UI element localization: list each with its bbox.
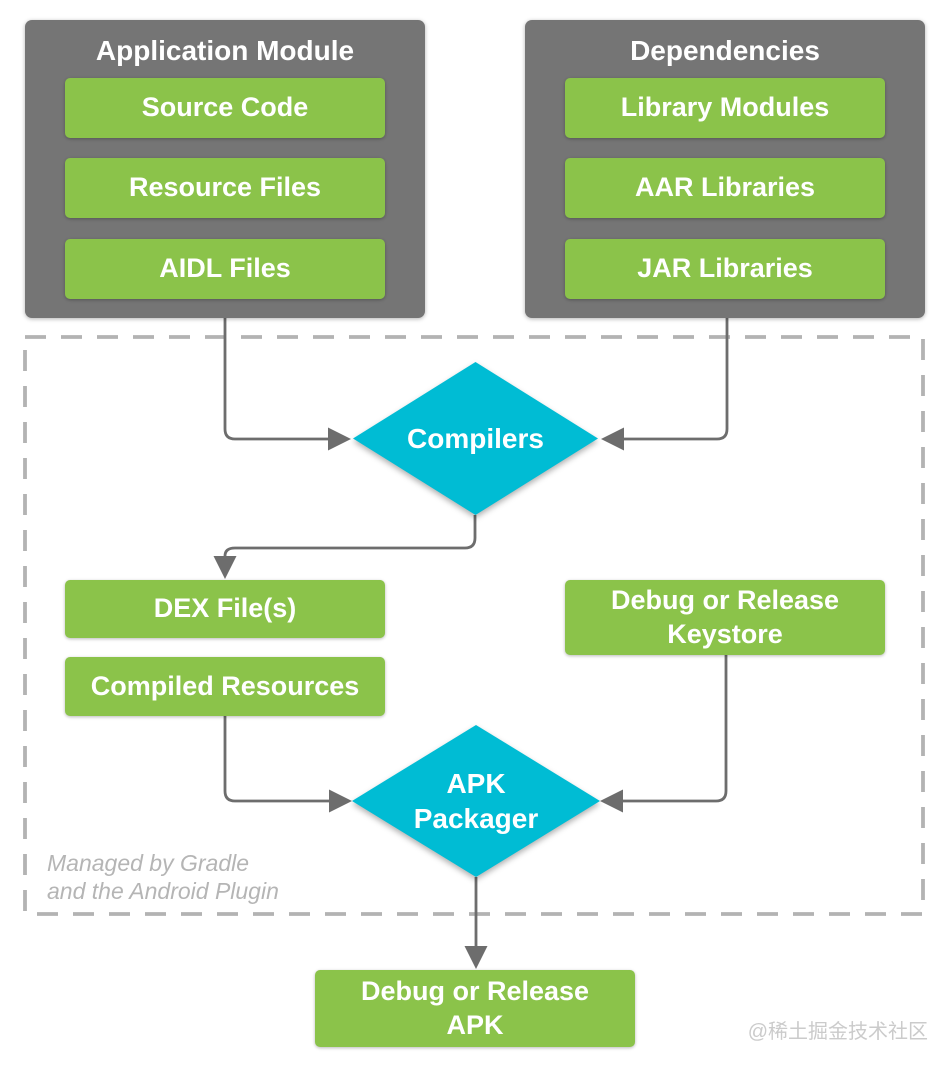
dex-files-box: DEX File(s)	[65, 580, 385, 638]
arrow-compilers-to-dex	[213, 515, 477, 579]
apk-packager-label-line2: Packager	[413, 803, 539, 834]
apk-packager-diamond: APK Packager	[352, 725, 600, 877]
arrow-keystore-to-apk-packager	[600, 655, 728, 813]
source-code-box: Source Code	[65, 78, 385, 138]
resource-files-box: Resource Files	[65, 158, 385, 218]
compilers-diamond: Compilers	[353, 362, 598, 515]
dependencies-title: Dependencies	[630, 35, 820, 66]
dex-files-label: DEX File(s)	[153, 593, 297, 624]
app-module-group: Application Module Source Code Resource …	[25, 20, 425, 318]
keystore-label-line2: Keystore	[667, 618, 783, 649]
apk-output-label-line1: Debug or Release	[360, 975, 590, 1006]
source-code-label: Source Code	[141, 92, 309, 123]
app-module-title: Application Module	[95, 35, 355, 66]
aidl-files-label: AIDL Files	[159, 253, 291, 284]
library-modules-box: Library Modules	[565, 78, 885, 138]
arrow-compiled-resources-to-apk-packager	[223, 716, 352, 813]
arrow-app-module-to-compilers	[223, 318, 351, 451]
apk-packager-label-line1: APK	[446, 768, 506, 799]
managed-by-gradle-note: Managed by Gradle and the Android Plugin	[47, 849, 279, 905]
aidl-files-box: AIDL Files	[65, 239, 385, 299]
library-modules-label: Library Modules	[620, 92, 830, 123]
jar-libraries-box: JAR Libraries	[565, 239, 885, 299]
managed-note-line2: and the Android Plugin	[47, 878, 279, 904]
compiled-resources-box: Compiled Resources	[65, 657, 385, 716]
dependencies-group: Dependencies Library Modules AAR Librari…	[525, 20, 925, 318]
resource-files-label: Resource Files	[128, 172, 322, 203]
arrow-apk-packager-to-apk	[464, 877, 488, 969]
managed-note-line1: Managed by Gradle	[47, 850, 250, 876]
compiled-resources-label: Compiled Resources	[90, 670, 360, 701]
gradle-boundary-dashed-box	[23, 335, 925, 916]
watermark-text: @稀土掘金技术社区	[747, 1021, 928, 1043]
jar-libraries-label: JAR Libraries	[637, 253, 813, 284]
keystore-box: Debug or Release Keystore	[565, 580, 885, 655]
apk-output-label-line2: APK	[446, 1009, 504, 1040]
apk-output-box: Debug or Release APK	[315, 970, 635, 1047]
aar-libraries-label: AAR Libraries	[634, 172, 816, 203]
arrow-dependencies-to-compilers	[601, 318, 729, 451]
keystore-label-line1: Debug or Release	[610, 584, 840, 615]
aar-libraries-box: AAR Libraries	[565, 158, 885, 218]
compilers-label: Compilers	[407, 423, 544, 454]
